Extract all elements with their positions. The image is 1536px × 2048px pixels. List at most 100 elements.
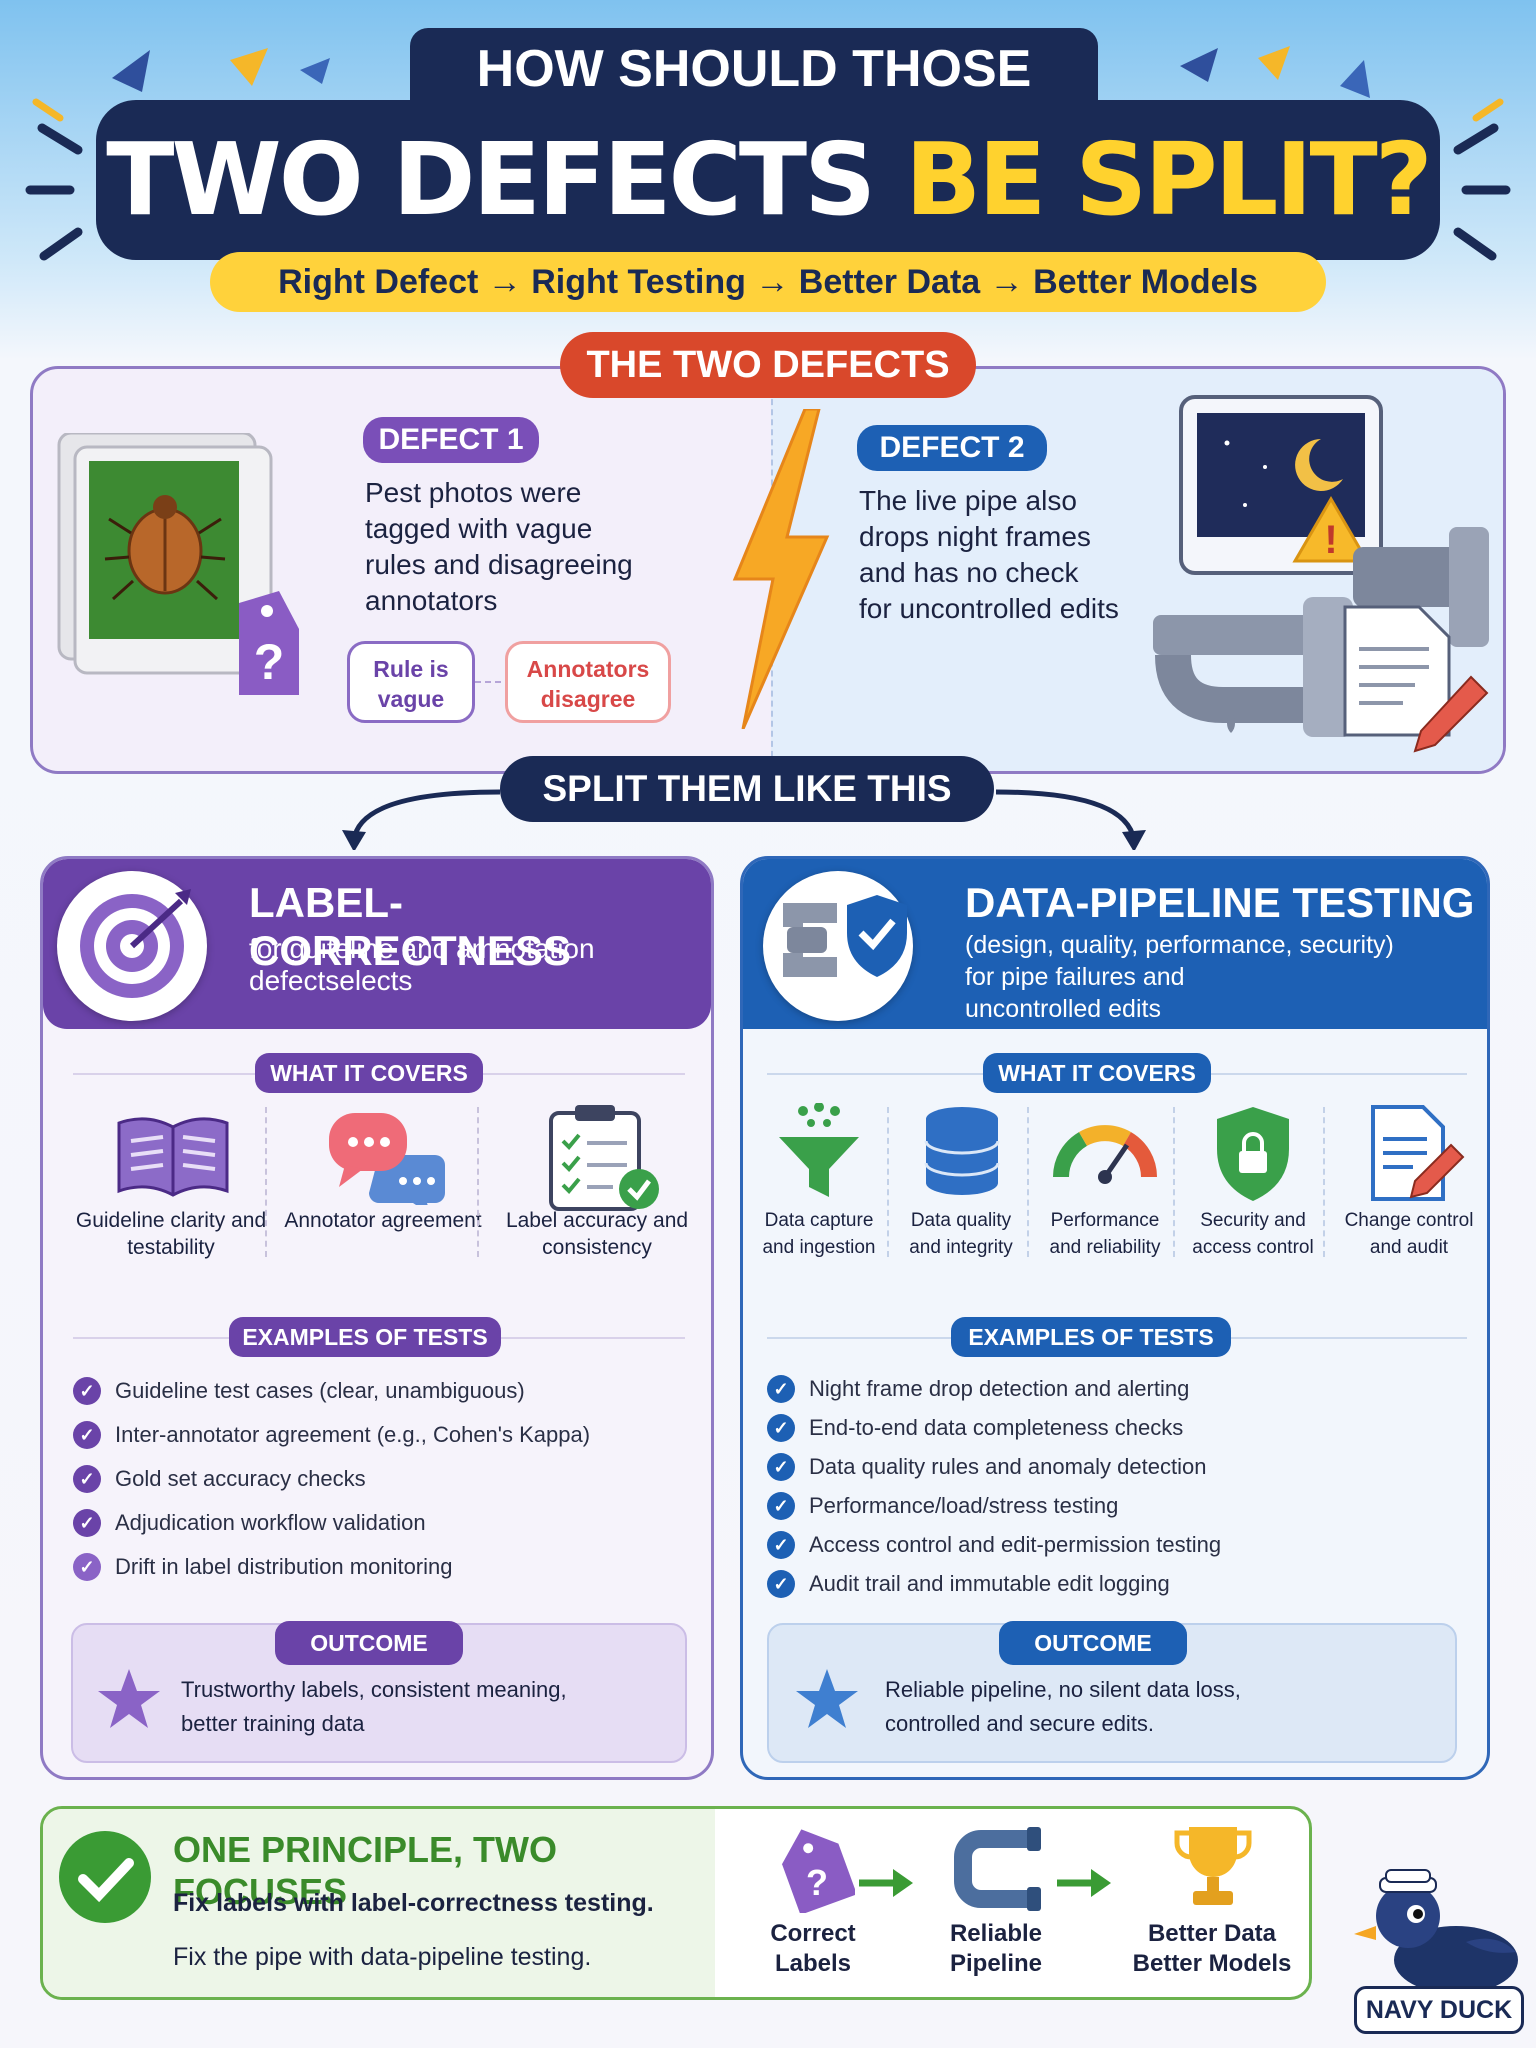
- target-icon: [57, 871, 207, 1021]
- flow-label: Reliable Pipeline: [921, 1919, 1071, 1979]
- cover-item-data-capture: Data capture and ingestion: [749, 1103, 889, 1258]
- cover-item-change-control: Change control and audit: [1331, 1103, 1487, 1258]
- principle-title: ONE PRINCIPLE, TWO FOCUSES: [173, 1829, 558, 1912]
- principle-line-1: Fix labels with label-correctness testin…: [173, 1889, 654, 1917]
- checkmark-circle-icon: [59, 1831, 151, 1923]
- test-label: Inter-annotator agreement (e.g., Cohen's…: [115, 1422, 591, 1447]
- test-item: ✓ Audit trail and immutable edit logging: [767, 1564, 1467, 1603]
- outcome-tag: OUTCOME: [999, 1621, 1187, 1665]
- chat-bubbles-icon: [329, 1113, 445, 1205]
- split-them-banner: SPLIT THEM LIKE THIS: [500, 756, 994, 822]
- cover-label: Annotator agreement: [284, 1209, 482, 1232]
- outcome-tag: OUTCOME: [275, 1621, 463, 1665]
- test-item: ✓ Drift in label distribution monitoring: [73, 1545, 693, 1589]
- examples-of-tests-tag: EXAMPLES OF TESTS: [951, 1317, 1231, 1357]
- label-correctness-title: LABEL-CORRECTNESS: [249, 879, 572, 974]
- test-label: Data quality rules and anomaly detection: [809, 1453, 1207, 1479]
- test-item: ✓ Inter-annotator agreement (e.g., Cohen…: [73, 1413, 693, 1457]
- check-icon: ✓: [73, 1465, 101, 1493]
- svg-text:!: !: [1324, 518, 1337, 562]
- cover-item-guideline: Guideline clarity and testability: [71, 1103, 271, 1259]
- test-label: Access control and edit-permission testi…: [809, 1531, 1222, 1557]
- test-item: ✓ Guideline test cases (clear, unambiguo…: [73, 1369, 693, 1413]
- split-arrows: [342, 789, 1146, 850]
- flow-step-better-data: Better Data Better Models: [1117, 1819, 1307, 1997]
- test-label: Drift in label distribution monitoring: [115, 1554, 453, 1579]
- chip-connector: [475, 681, 501, 683]
- cover-label: Data quality and integrity: [909, 1210, 1013, 1258]
- check-icon: ✓: [767, 1569, 795, 1598]
- test-item: ✓ Access control and edit-permission tes…: [767, 1525, 1467, 1564]
- cover-separator: [1323, 1107, 1325, 1257]
- chip-annotators-disagree: Annotators disagree: [505, 641, 671, 723]
- principle-panel: ONE PRINCIPLE, TWO FOCUSES Fix labels wi…: [40, 1806, 1312, 2000]
- flow-step-reliable-pipeline: Reliable Pipeline: [921, 1819, 1071, 1997]
- night-pipe-icon: !: [1153, 395, 1489, 753]
- title-top: HOW SHOULD THOSE: [410, 28, 1098, 110]
- outcome-line: better training data: [181, 1711, 365, 1736]
- defect1-label: DEFECT 1: [363, 417, 539, 463]
- svg-text:?: ?: [254, 634, 285, 690]
- cover-item-data-quality: Data quality and integrity: [893, 1103, 1029, 1258]
- defect2-line: for uncontrolled edits: [859, 593, 1119, 624]
- cover-item-label-accuracy: Label accuracy and consistency: [497, 1103, 697, 1259]
- arrow-right-icon: [859, 1869, 913, 1897]
- test-label: Night frame drop detection and alerting: [809, 1375, 1190, 1401]
- main-title-white: TWO DEFECTS: [106, 121, 876, 238]
- check-icon: ✓: [767, 1491, 795, 1520]
- flow-label-line: Pipeline: [949, 1950, 1043, 1977]
- subtitle-line: for guiteline and amnotation: [249, 933, 595, 964]
- data-pipeline-header: DATA-PIPELINE TESTING (design, quality, …: [743, 859, 1487, 1029]
- main-title: TWO DEFECTS BE SPLIT?: [96, 100, 1440, 260]
- cover-separator: [887, 1107, 889, 1257]
- clipboard-check-icon: [549, 1105, 659, 1211]
- check-icon: ✓: [73, 1421, 101, 1449]
- principle-text-area: ONE PRINCIPLE, TWO FOCUSES Fix labels wi…: [43, 1809, 715, 1997]
- defect2-line: drops night frames: [859, 521, 1091, 552]
- outcome-line: controlled and secure edits.: [885, 1711, 1155, 1736]
- defect2-line: The live pipe also: [859, 485, 1077, 516]
- tagline: Right Defect → Right Testing → Better Da…: [210, 252, 1326, 312]
- test-label: Guideline test cases (clear, unambiguous…: [115, 1378, 525, 1403]
- test-item: ✓ Data quality rules and anomaly detecti…: [767, 1447, 1467, 1486]
- principle-line-2: Fix the pipe with data-pipeline testing.: [173, 1943, 592, 1971]
- subtitle-line: defectselects: [249, 965, 413, 996]
- defect1-text: Pest photos were tagged with vague rules…: [365, 475, 705, 619]
- cover-label: Label accuracy and consistency: [505, 1209, 689, 1259]
- defect1-line: rules and disagreeing: [365, 549, 633, 580]
- test-label: Gold set accuracy checks: [115, 1466, 366, 1491]
- cover-item-performance: Performance and reliability: [1033, 1103, 1177, 1258]
- gauge-icon: [1053, 1125, 1157, 1184]
- two-defects-title: THE TWO DEFECTS: [560, 332, 976, 398]
- left-outcome-text: Trustworthy labels, consistent meaning, …: [181, 1673, 671, 1741]
- defect2-line: and has no check: [859, 557, 1079, 588]
- what-it-covers-tag: WHAT IT COVERS: [255, 1053, 483, 1093]
- check-icon: ✓: [73, 1377, 101, 1405]
- pipe-icon: [954, 1827, 1041, 1911]
- arrow-right-icon: [1057, 1869, 1111, 1897]
- label-correctness-subtitle: for guiteline and amnotation defectselec…: [249, 933, 689, 997]
- subtitle-line: for pipe failures and: [965, 963, 1185, 991]
- flow-label-line: Reliable: [949, 1920, 1043, 1947]
- funnel-icon: [779, 1103, 859, 1197]
- data-pipeline-column: DATA-PIPELINE TESTING (design, quality, …: [740, 856, 1490, 1780]
- defects-panel: ? DEFECT 1 Pest photos were tagged with …: [30, 366, 1506, 774]
- right-outcome-text: Reliable pipeline, no silent data loss, …: [885, 1673, 1445, 1741]
- cover-item-security: Security and access control: [1179, 1103, 1327, 1258]
- flow-label-line: Labels: [774, 1950, 852, 1977]
- check-icon: ✓: [73, 1509, 101, 1537]
- flow-label-line: Better Data: [1147, 1920, 1277, 1947]
- chip-rule-vague: Rule is vague: [347, 641, 475, 723]
- navy-duck-mascot: [1354, 1869, 1518, 1994]
- tag-question-icon: ?: [782, 1829, 855, 1913]
- test-item: ✓ Performance/load/stress testing: [767, 1486, 1467, 1525]
- defect1-line: tagged with vague: [365, 513, 593, 544]
- database-icon: [924, 1107, 1000, 1195]
- test-label: End-to-end data completeness checks: [809, 1414, 1184, 1440]
- check-icon: ✓: [767, 1530, 795, 1559]
- label-correctness-column: LABEL-CORRECTNESS for guiteline and amno…: [40, 856, 714, 1780]
- subtitle-line: uncontrolled edits: [965, 995, 1161, 1023]
- cover-separator: [1173, 1107, 1175, 1257]
- defect2-label: DEFECT 2: [857, 425, 1047, 471]
- document-pen-icon: [1371, 1105, 1465, 1201]
